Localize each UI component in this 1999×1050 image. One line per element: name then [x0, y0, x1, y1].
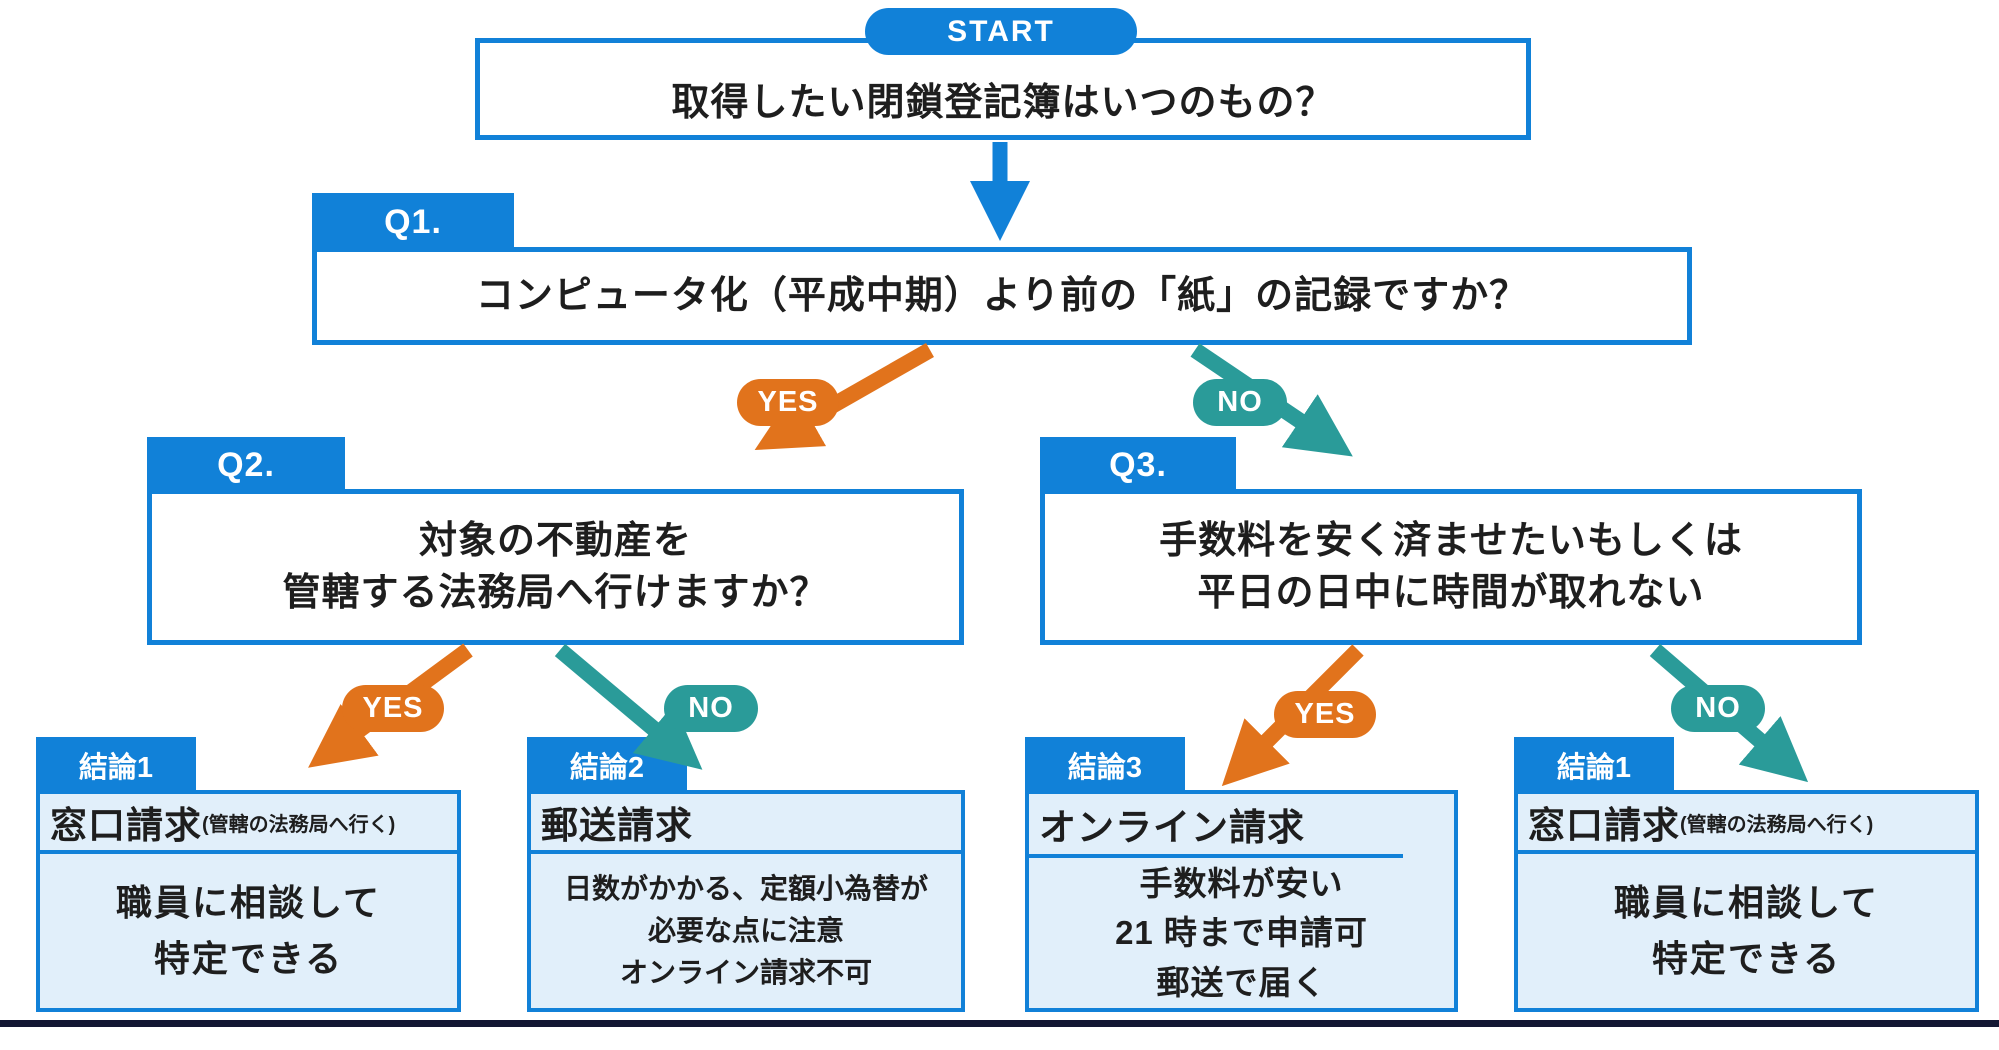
conclusion1-left-box: 窓口請求(管轄の法務局へ行く) 職員に相談して 特定できる — [36, 790, 461, 1012]
conclusion2-body-line2: 必要な点に注意 — [647, 915, 844, 946]
conclusion1-left-title-note: (管轄の法務局へ行く) — [202, 813, 396, 836]
conclusion1-left-title-main: 窓口請求 — [50, 805, 202, 846]
start-question-box: 取得したい閉鎖登記簿はいつのもの？ — [475, 38, 1531, 140]
q2-text-line1: 対象の不動産を — [418, 519, 692, 562]
conclusion2-body-line1: 日数がかかる、定額小為替が — [563, 873, 928, 904]
conclusion1-left-tab-label: 結論1 — [78, 751, 154, 784]
yes-badge-q2: YES — [342, 685, 444, 732]
conclusion3-tab: 結論3 — [1025, 737, 1185, 792]
q3-tab-label: Q3. — [1109, 446, 1167, 484]
yes-badge-q1: YES — [737, 379, 839, 426]
conclusion2-tab-label: 結論2 — [569, 751, 645, 784]
conclusion3-box: オンライン請求 手数料が安い 21 時まで申請可 郵送で届く — [1025, 790, 1458, 1012]
q2-box: 対象の不動産を 管轄する法務局へ行けますか？ — [147, 489, 964, 645]
no-badge-q3: NO — [1671, 685, 1765, 732]
conclusion1-right-title: 窓口請求(管轄の法務局へ行く) — [1518, 794, 1975, 854]
no-badge-q3-label: NO — [1695, 692, 1741, 724]
conclusion2-box: 郵送請求 日数がかかる、定額小為替が 必要な点に注意 オンライン請求不可 — [527, 790, 965, 1012]
footer-divider — [0, 1020, 1999, 1027]
conclusion1-left-body: 職員に相談して 特定できる — [40, 854, 457, 1008]
q1-box: コンピュータ化（平成中期）より前の「紙」の記録ですか？ — [312, 247, 1692, 345]
conclusion3-body-line2: 21 時まで申請可 — [1115, 914, 1368, 952]
conclusion3-title: オンライン請求 — [1029, 794, 1454, 854]
conclusion1-left-body-line1: 職員に相談して — [116, 882, 381, 924]
q3-box: 手数料を安く済ませたいもしくは 平日の日中に時間が取れない — [1040, 489, 1862, 645]
conclusion1-right-tab-label: 結論1 — [1556, 751, 1632, 784]
q3-tab: Q3. — [1040, 437, 1236, 494]
q2-text-line2: 管轄する法務局へ行けますか？ — [282, 572, 829, 614]
conclusion3-title-underline — [1029, 854, 1403, 858]
conclusion3-body-line3: 郵送で届く — [1156, 963, 1327, 1001]
q1-tab-label: Q1. — [384, 203, 442, 241]
no-badge-q2-label: NO — [688, 692, 734, 724]
conclusion3-tab-label: 結論3 — [1067, 751, 1143, 784]
yes-badge-q1-label: YES — [757, 386, 819, 418]
start-question-text: 取得したい閉鎖登記簿はいつのもの？ — [671, 81, 1335, 124]
q3-text-line1: 手数料を安く済ませたいもしくは — [1159, 519, 1743, 562]
conclusion1-left-title: 窓口請求(管轄の法務局へ行く) — [40, 794, 457, 854]
start-badge: START — [865, 8, 1137, 55]
q2-tab: Q2. — [147, 437, 345, 494]
conclusion1-right-tab: 結論1 — [1514, 737, 1674, 792]
conclusion3-body-line1: 手数料が安い — [1139, 864, 1344, 902]
conclusion1-right-title-note: (管轄の法務局へ行く) — [1680, 813, 1874, 836]
conclusion1-left-body-line2: 特定できる — [153, 938, 344, 979]
conclusion1-right-body: 職員に相談して 特定できる — [1518, 854, 1975, 1008]
conclusion2-body: 日数がかかる、定額小為替が 必要な点に注意 オンライン請求不可 — [531, 854, 961, 1008]
conclusion2-title: 郵送請求 — [531, 794, 961, 854]
arrow-q2-no-to-c2 — [554, 643, 703, 770]
q1-tab: Q1. — [312, 193, 514, 252]
conclusion2-body-line3: オンライン請求不可 — [619, 957, 872, 988]
q3-text-line2: 平日の日中に時間が取れない — [1197, 572, 1705, 614]
no-badge-q1: NO — [1193, 379, 1287, 426]
yes-badge-q2-label: YES — [362, 692, 424, 724]
q1-text: コンピュータ化（平成中期）より前の「紙」の記録ですか？ — [475, 274, 1529, 317]
q2-tab-label: Q2. — [217, 446, 275, 484]
conclusion3-title-main: オンライン請求 — [1039, 807, 1305, 848]
conclusion1-right-body-line2: 特定できる — [1651, 938, 1842, 979]
conclusion1-right-title-main: 窓口請求 — [1528, 805, 1680, 846]
conclusion3-body: 手数料が安い 21 時まで申請可 郵送で届く — [1029, 858, 1454, 1008]
no-badge-q2: NO — [664, 685, 758, 732]
conclusion1-right-box: 窓口請求(管轄の法務局へ行く) 職員に相談して 特定できる — [1514, 790, 1979, 1012]
conclusion1-left-tab: 結論1 — [36, 737, 196, 792]
conclusion1-right-body-line1: 職員に相談して — [1614, 882, 1879, 924]
yes-badge-q3: YES — [1274, 691, 1376, 738]
conclusion2-title-main: 郵送請求 — [541, 805, 693, 846]
no-badge-q1-label: NO — [1217, 386, 1263, 418]
start-badge-label: START — [947, 14, 1055, 48]
conclusion2-tab: 結論2 — [527, 737, 687, 792]
yes-badge-q3-label: YES — [1294, 698, 1356, 730]
